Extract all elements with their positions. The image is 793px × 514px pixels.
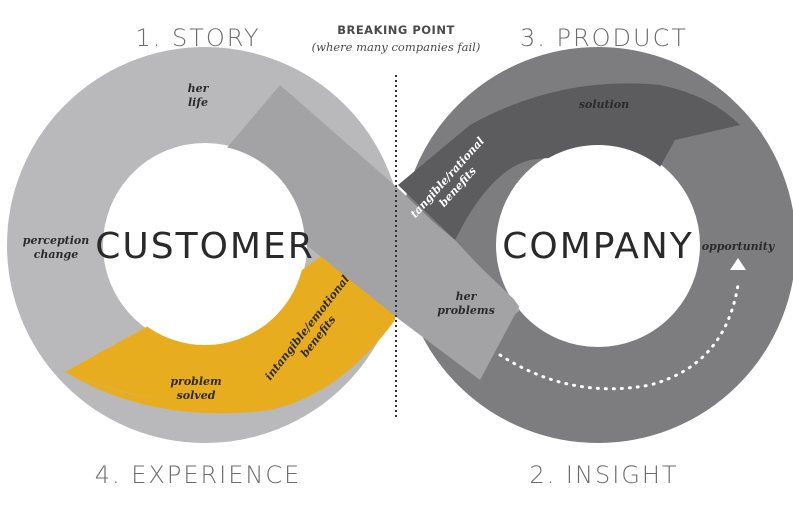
company-label: COMPANY	[502, 226, 694, 267]
opportunity-label: opportunity	[702, 240, 776, 253]
problem-solved-label-2: solved	[177, 389, 216, 402]
stage-experience: 4. EXPERIENCE	[95, 461, 302, 489]
perception-change-label-2: change	[34, 248, 79, 261]
opportunity-arrow-icon	[730, 258, 746, 270]
stage-product: 3. PRODUCT	[520, 24, 688, 52]
customer-label: CUSTOMER	[95, 226, 314, 267]
stage-story: 1. STORY	[135, 24, 260, 52]
stage-insight: 2. INSIGHT	[529, 461, 678, 489]
customer-center	[105, 145, 305, 345]
problem-solved-label-1: problem	[170, 375, 221, 388]
her-life-label-1: her	[188, 82, 210, 95]
breaking-point-subtitle: (where many companies fail)	[312, 40, 481, 54]
perception-change-label-1: perception	[23, 234, 89, 247]
her-problems-label-1: her	[456, 290, 478, 303]
company-center	[498, 145, 698, 345]
her-life-label-2: life	[188, 96, 208, 109]
breaking-point-title: BREAKING POINT	[337, 23, 455, 37]
product-segment	[398, 83, 740, 240]
her-problems-label-2: problems	[437, 304, 495, 317]
experience-segment-lower	[62, 300, 395, 414]
solution-label: solution	[579, 98, 629, 111]
crossover-band-lower	[330, 190, 520, 355]
opportunity-arc	[498, 283, 740, 391]
